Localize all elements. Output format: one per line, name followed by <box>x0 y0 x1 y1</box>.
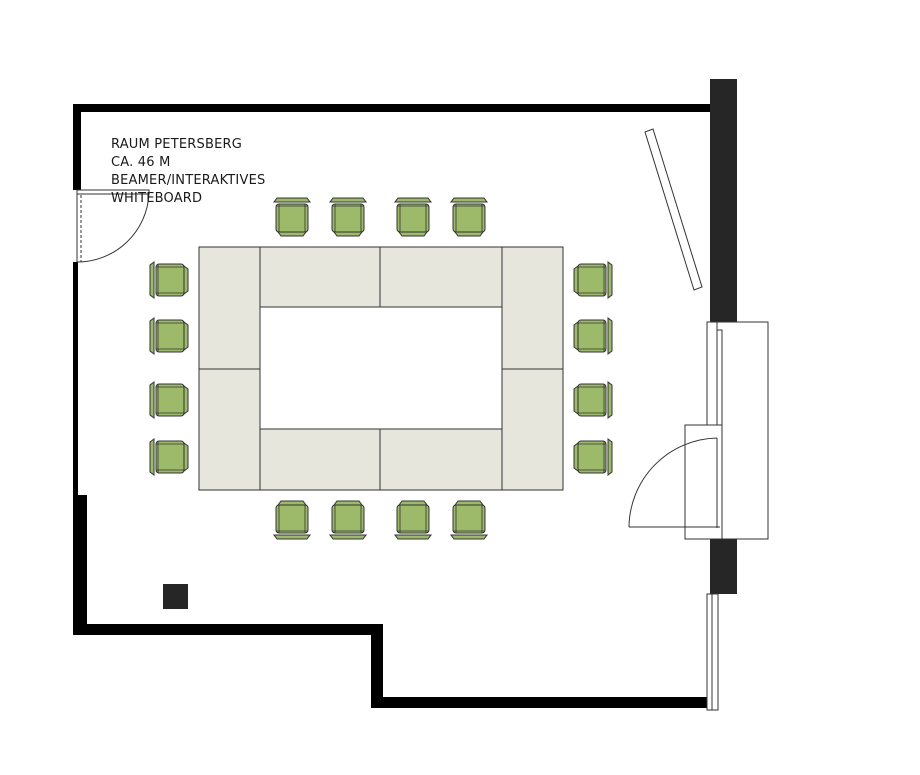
chair <box>273 197 311 237</box>
table-top-right <box>379 246 503 308</box>
chair <box>149 438 189 476</box>
chair <box>394 197 432 237</box>
table-right-upper <box>501 246 564 370</box>
chair <box>329 197 367 237</box>
wall-right-lower <box>710 538 737 594</box>
room-label: RAUM PETERSBERG CA. 46 M BEAMER/INTERAKT… <box>111 136 265 208</box>
room-equipment-line2: WHITEBOARD <box>111 191 203 206</box>
chair <box>149 317 189 355</box>
column <box>163 584 188 609</box>
table-left-upper <box>198 246 261 370</box>
chair <box>573 317 613 355</box>
chair <box>573 381 613 419</box>
door-left <box>76 189 150 263</box>
room-equipment-line1: BEAMER/INTERAKTIVES <box>111 173 266 188</box>
chair <box>450 500 488 540</box>
chair <box>149 261 189 299</box>
chair <box>394 500 432 540</box>
chair <box>573 438 613 476</box>
whiteboard <box>644 128 703 291</box>
room-name: RAUM PETERSBERG <box>111 137 242 152</box>
wall-top <box>73 104 713 112</box>
table-bottom-right <box>379 428 503 491</box>
room-size: CA. 46 M <box>111 155 171 170</box>
chairs <box>149 197 613 540</box>
table-top-left <box>259 246 381 308</box>
wall-left-upper <box>73 104 81 190</box>
window-right-lower <box>706 593 719 711</box>
wall-notch <box>371 624 383 708</box>
walls <box>73 79 737 708</box>
wall-bottom-right <box>371 697 713 708</box>
chair <box>573 261 613 299</box>
table-left-lower <box>198 368 261 491</box>
wall-left-lower <box>73 495 87 635</box>
wall-left-thin <box>73 262 78 498</box>
wall-right-upper <box>710 79 737 322</box>
tables <box>198 246 564 491</box>
chair <box>450 197 488 237</box>
chair <box>273 500 311 540</box>
door-right <box>628 321 769 540</box>
table-right-lower <box>501 368 564 491</box>
chair <box>329 500 367 540</box>
table-bottom-left <box>259 428 381 491</box>
chair <box>149 381 189 419</box>
wall-bottom-left <box>73 624 383 635</box>
